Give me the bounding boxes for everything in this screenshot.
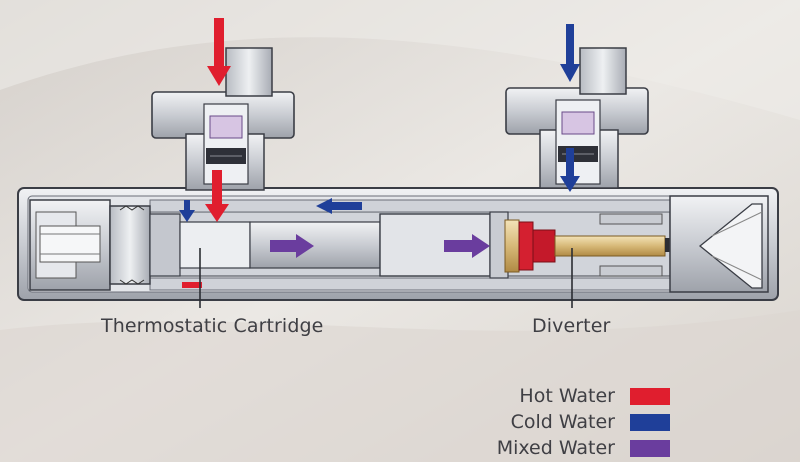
cold-water-arrow-channel [316,198,362,214]
legend-label: Mixed Water [496,437,615,459]
hot-water-arrow-inlet [207,18,231,86]
cold-inlet-fitting [505,47,649,189]
thermostatic-cartridge-label: Thermostatic Cartridge [101,315,324,337]
legend-label: Hot Water [519,385,615,407]
hot-inlet-fitting [151,47,295,191]
mixed-water-arrow-2 [444,234,490,258]
hot-water-arrow-outlet [205,170,229,222]
legend-label: Cold Water [510,411,615,433]
cold-water-arrow-inlet [560,24,580,82]
legend-item-hot: Hot Water [470,385,670,407]
right-end-cap [669,195,769,293]
mixed-water-arrow-1 [270,234,314,258]
cold-water-arrow-down [560,148,580,192]
left-end-cap [29,199,111,291]
legend-item-cold: Cold Water [470,411,670,433]
legend-swatch-cold [630,414,670,431]
legend-item-mixed: Mixed Water [470,437,670,459]
legend-swatch-mixed [630,440,670,457]
legend-swatch-hot [630,388,670,405]
diverter-label: Diverter [532,315,611,337]
cold-water-arrow-cartridge [179,200,195,222]
